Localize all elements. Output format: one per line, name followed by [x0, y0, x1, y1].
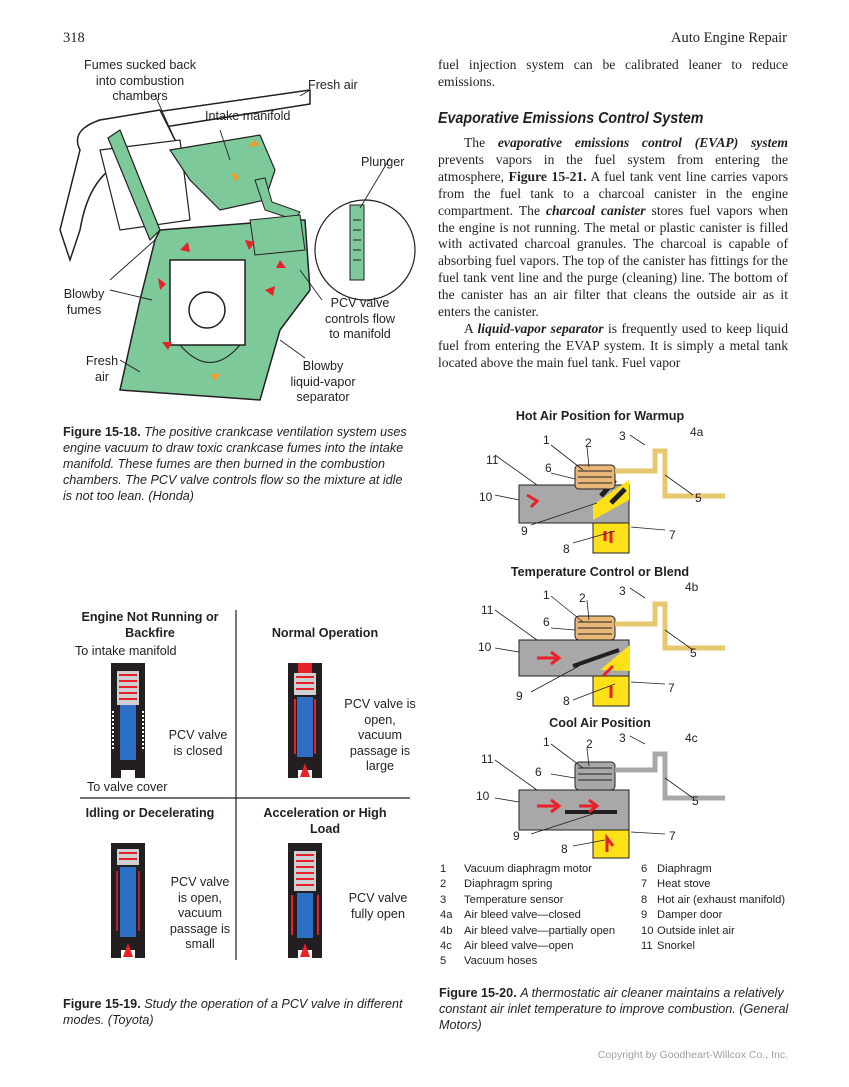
caption-text: The positive crankcase ventilation syste…: [63, 425, 407, 503]
paragraph-1: fuel injection system can be calibrated …: [438, 57, 788, 89]
label-fresh-air: Fresh air: [308, 78, 358, 92]
panel-title-hot: Hot Air Position for Warmup: [515, 409, 685, 423]
caption-text: A thermostatic air cleaner maintains a r…: [439, 986, 789, 1032]
caption-text: Study the operation of a PCV valve in di…: [63, 997, 403, 1027]
section-heading: Evaporative Emissions Control System: [438, 110, 704, 127]
title-idling: Idling or Decelerating: [85, 806, 215, 820]
air-cleaner-cool-diagram: [494, 735, 725, 859]
label-fully-open: PCV valve fully open: [348, 891, 408, 921]
label-closed: PCV valve is closed: [168, 728, 228, 758]
label-fumes: Fumes sucked back into combustion chambe…: [84, 58, 196, 103]
title-not-running: Engine Not Running or Backfire: [81, 610, 219, 640]
label-intake-manifold: Intake manifold: [205, 109, 291, 123]
label-pcv-controls: PCV valve controls flow to manifold: [325, 296, 395, 341]
label-to-intake: To intake manifold: [75, 644, 177, 658]
copyright: Copyright by Goodheart-Willcox Co., Inc.: [597, 1049, 788, 1061]
panel-title-blend: Temperature Control or Blend: [510, 565, 690, 579]
figure-15-20-caption: Figure 15-20. A thermostatic air cleaner…: [439, 985, 789, 1033]
label-small: PCV valve is open, vacuum passage is sma…: [169, 875, 231, 951]
figure-15-19-caption: Figure 15-19. Study the operation of a P…: [63, 996, 411, 1028]
title-acceleration: Acceleration or High Load: [263, 806, 387, 836]
caption-label: Figure 15-18.: [63, 425, 141, 439]
pcv-valve-fully-open: [288, 843, 322, 958]
label-fresh-air-2: Fresh air: [85, 354, 119, 384]
paragraph-3: A liquid-vapor separator is frequently u…: [438, 321, 789, 370]
pcv-engine-illustration: [59, 89, 416, 401]
pcv-valve-grid-lines: [80, 610, 410, 960]
label-separator: Blowby liquid-vapor separator: [290, 359, 356, 404]
label-plunger: Plunger: [361, 155, 405, 169]
label-large: PCV valve is open, vacuum passage is lar…: [344, 697, 416, 773]
valve-label-4a: 4a: [690, 425, 704, 439]
label-blowby-fumes: Blowby fumes: [63, 287, 105, 317]
valve-label-4b: 4b: [685, 580, 699, 594]
title-normal: Normal Operation: [271, 626, 379, 640]
figure-15-18-caption: Figure 15-18. The positive crankcase ven…: [63, 424, 411, 504]
label-to-valve-cover: To valve cover: [87, 780, 168, 794]
valve-label-4c: 4c: [685, 731, 698, 745]
running-header: Auto Engine Repair: [671, 30, 787, 46]
pcv-valve-small: [111, 843, 145, 958]
air-cleaner-hot-diagram: [494, 434, 725, 554]
caption-label: Figure 15-19.: [63, 997, 141, 1011]
caption-label: Figure 15-20.: [439, 986, 517, 1000]
page-number: 318: [63, 30, 85, 46]
air-cleaner-blend-diagram: [494, 587, 725, 707]
panel-title-cool: Cool Air Position: [549, 716, 651, 730]
paragraph-2: The evaporative emissions control (EVAP)…: [438, 135, 788, 320]
pcv-valve-large: [288, 663, 322, 778]
pcv-valve-closed: [111, 663, 145, 778]
